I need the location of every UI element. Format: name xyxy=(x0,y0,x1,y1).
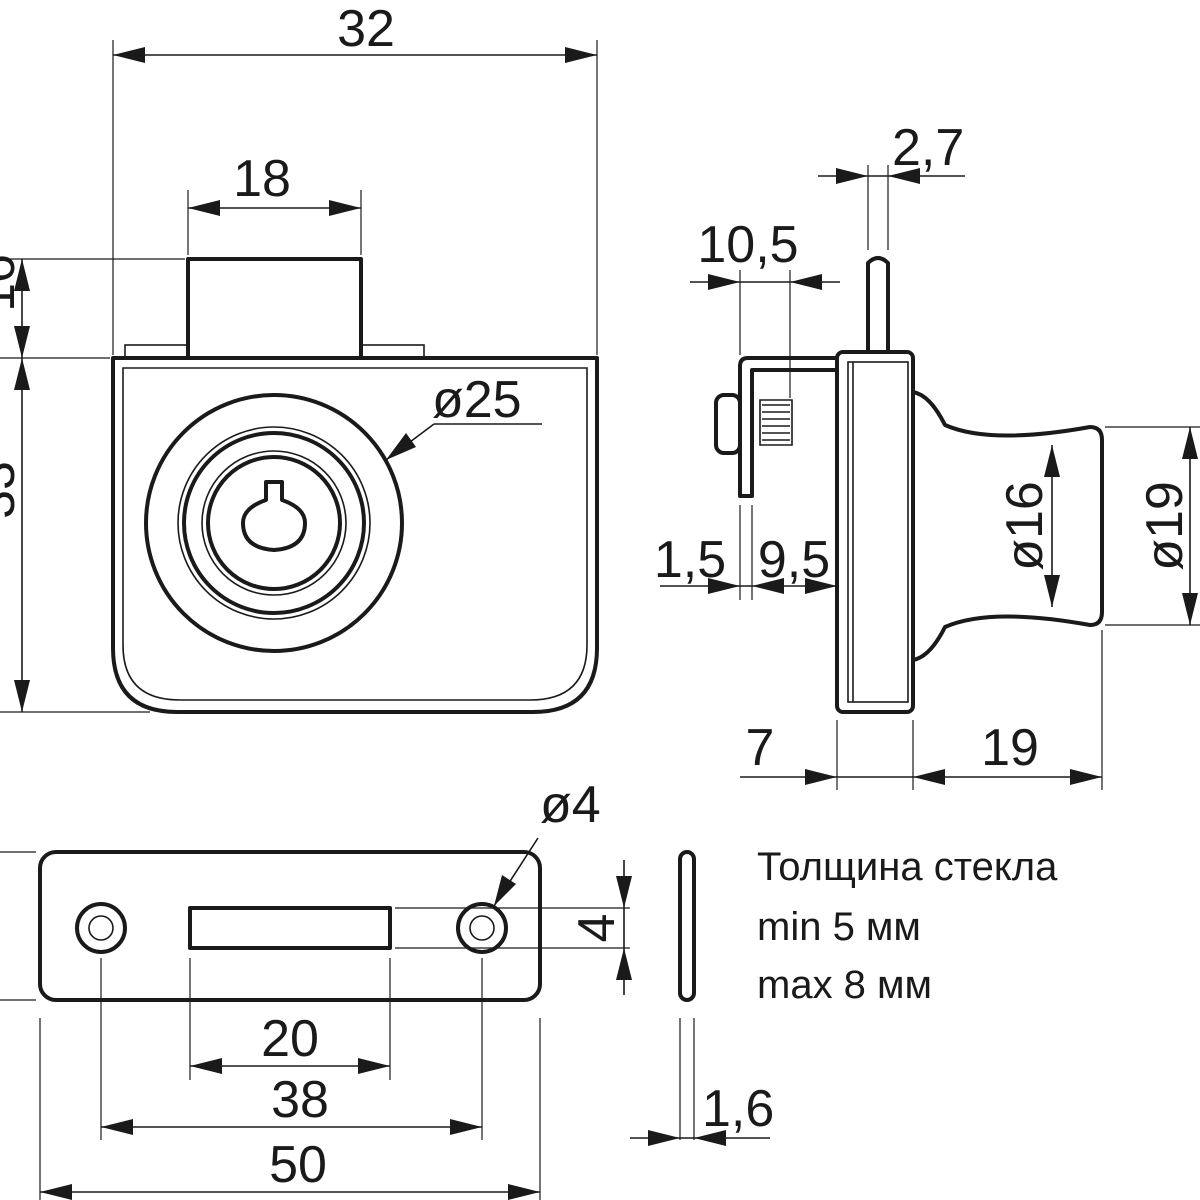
arrow xyxy=(616,948,632,980)
hole-left-inner xyxy=(88,915,114,941)
glass-thickness-note: Толщина стекла min 5 мм max 8 мм xyxy=(757,845,1058,1007)
latch-pin xyxy=(866,256,890,354)
dim-4: 4 xyxy=(568,914,626,943)
arrow xyxy=(508,1184,540,1200)
dim-diameter-16: ø16 xyxy=(996,481,1054,571)
dim-19: 19 xyxy=(981,719,1039,777)
strike-plate: ø4 4 20 38 50 xyxy=(0,776,632,1200)
arrow xyxy=(1044,445,1060,477)
arrow xyxy=(14,680,30,712)
cylinder-plug xyxy=(201,450,347,596)
arrow xyxy=(14,326,30,358)
cylinder-outer xyxy=(144,393,404,653)
plate-edge xyxy=(678,850,696,1002)
arrow xyxy=(708,578,740,594)
arrow xyxy=(1070,769,1102,785)
dim-1-5: 1,5 xyxy=(654,531,726,589)
arrow xyxy=(616,876,632,908)
lock-body-outline xyxy=(111,356,599,714)
knob xyxy=(911,390,1104,662)
dim-10-5: 10,5 xyxy=(697,216,798,274)
arrow xyxy=(358,1058,390,1074)
arrow xyxy=(565,47,597,63)
front-view: 32 18 16 33 ø25 xyxy=(0,0,599,714)
arrow xyxy=(1044,575,1060,607)
note-line-3: max 8 мм xyxy=(757,963,932,1007)
arrow xyxy=(708,274,740,290)
note-line-2: min 5 мм xyxy=(757,905,921,949)
note-line-1: Толщина стекла xyxy=(757,845,1058,889)
dim-2-7: 2,7 xyxy=(892,119,964,177)
arrow xyxy=(805,578,837,594)
dim-16: 16 xyxy=(0,254,26,312)
hole-right-outer xyxy=(456,902,508,954)
arrow xyxy=(329,200,361,216)
cylinder-ring xyxy=(177,426,371,620)
bolt xyxy=(186,257,363,360)
side-view: 2,7 10,5 1,5 9,5 ø16 ø19 7 19 xyxy=(654,119,1200,790)
arrow xyxy=(113,47,145,63)
dim-38: 38 xyxy=(271,1071,329,1129)
arrow xyxy=(386,433,416,460)
dim-7: 7 xyxy=(746,719,775,777)
hook xyxy=(738,356,839,498)
hole-right-inner xyxy=(469,915,495,941)
arrow xyxy=(888,168,920,184)
arrow xyxy=(188,200,220,216)
dim-diameter-4: ø4 xyxy=(540,776,601,834)
dim-32: 32 xyxy=(337,0,395,58)
arrow xyxy=(752,578,784,594)
arrow xyxy=(40,1184,72,1200)
arrow xyxy=(450,1119,482,1135)
lock-body-inner-outline xyxy=(122,367,588,701)
arrow xyxy=(648,1130,680,1146)
dim-diameter-19: ø19 xyxy=(1136,481,1194,571)
arrow xyxy=(14,358,30,390)
thread xyxy=(759,399,793,446)
arrow xyxy=(1182,593,1198,625)
strike-plate-outline xyxy=(38,850,542,1002)
arrow xyxy=(494,875,516,906)
arrow xyxy=(14,259,30,291)
dim-18: 18 xyxy=(233,150,291,208)
arrow xyxy=(836,168,868,184)
arrow xyxy=(790,274,822,290)
dim-50: 50 xyxy=(269,1136,327,1194)
dim-33: 33 xyxy=(0,461,26,519)
arrow xyxy=(101,1119,133,1135)
slot xyxy=(188,906,392,950)
dim-diameter-25: ø25 xyxy=(432,371,522,429)
dim-20: 20 xyxy=(261,1010,319,1068)
arrow xyxy=(1182,427,1198,459)
base-plate-inner xyxy=(847,361,909,703)
hook-tab xyxy=(714,393,742,455)
arrow xyxy=(190,1058,222,1074)
arrow xyxy=(694,1130,726,1146)
dim-9-5: 9,5 xyxy=(758,531,830,589)
cylinder-ring-2 xyxy=(182,431,366,615)
hole-left-outer xyxy=(75,902,127,954)
arrow xyxy=(805,769,837,785)
plate-side-view: 1,6 xyxy=(630,850,774,1146)
key-slot xyxy=(241,480,307,552)
arrow xyxy=(913,769,945,785)
cylinder-core xyxy=(206,455,342,591)
dim-1-6: 1,6 xyxy=(702,1080,774,1138)
